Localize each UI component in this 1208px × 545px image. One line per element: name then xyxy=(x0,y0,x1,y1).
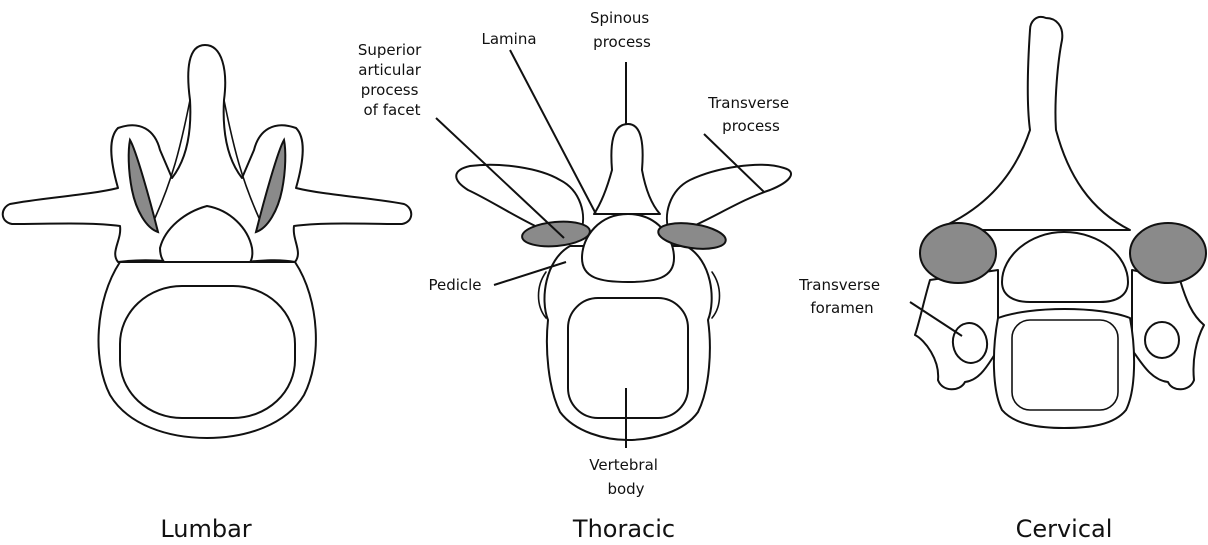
label-transverse-foramen: Transverse foramen xyxy=(798,276,885,317)
thoracic-body-inner xyxy=(568,298,688,418)
thoracic-vertebral-foramen xyxy=(582,214,674,282)
label-transverse-process: Transverse process xyxy=(707,94,794,135)
lumbar-body-inner xyxy=(120,286,295,418)
thoracic-spinous xyxy=(594,124,660,214)
cervical-right-facet xyxy=(1130,223,1206,283)
captions: Lumbar Thoracic Cervical xyxy=(160,515,1112,543)
label-pedicle: Pedicle xyxy=(428,276,481,294)
cervical-right-transverse-foramen xyxy=(1145,322,1179,358)
cervical-vertebral-foramen xyxy=(1002,232,1128,302)
cervical-vertebra xyxy=(915,17,1206,428)
label-lamina: Lamina xyxy=(481,30,536,48)
cervical-left-facet xyxy=(920,223,996,283)
lumbar-vertebra xyxy=(3,45,412,438)
label-vertebral-body: Vertebral body xyxy=(589,456,662,498)
caption-cervical: Cervical xyxy=(1016,515,1113,543)
cervical-arch xyxy=(935,17,1130,230)
caption-thoracic: Thoracic xyxy=(572,515,675,543)
label-superior-articular: Superior articular process of facet xyxy=(358,41,426,119)
caption-lumbar: Lumbar xyxy=(160,515,251,543)
label-spinous-process: Spinous process xyxy=(590,9,654,51)
